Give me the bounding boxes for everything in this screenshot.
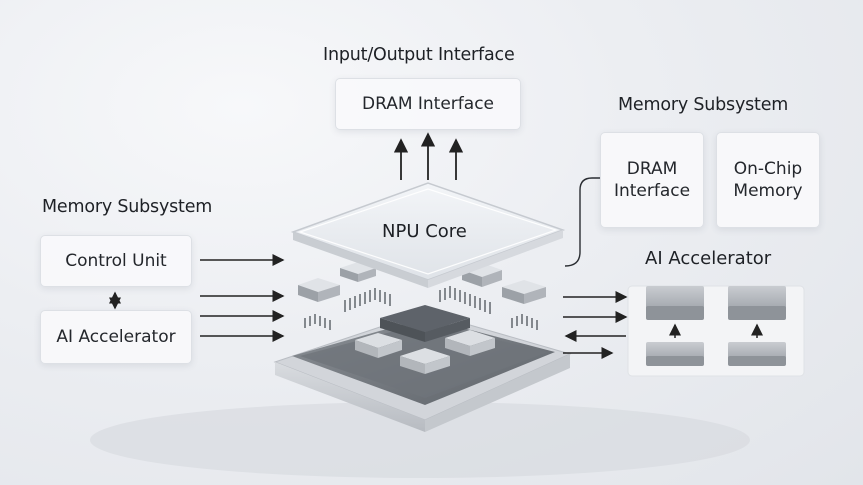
ai-accelerator-tray	[627, 285, 805, 377]
top-dram-interface-box: DRAM Interface	[335, 78, 521, 130]
memory-connector-line	[564, 177, 600, 267]
io-interface-heading: Input/Output Interface	[323, 45, 515, 65]
accelerator-module	[728, 286, 786, 320]
accelerator-module	[646, 286, 704, 320]
right-dram-interface-box: DRAM Interface	[600, 132, 704, 228]
control-unit-label: Control Unit	[65, 251, 167, 271]
control-unit-box: Control Unit	[40, 235, 192, 287]
left-memory-subsystem-heading: Memory Subsystem	[42, 197, 213, 217]
accelerator-module	[646, 342, 704, 366]
right-ai-accelerator-title: AI Accelerator	[645, 248, 772, 269]
floor-shadow	[90, 402, 750, 478]
on-chip-memory-box: On-Chip Memory	[716, 132, 820, 228]
right-memory-subsystem-heading: Memory Subsystem	[618, 95, 789, 115]
left-ai-accelerator-box: AI Accelerator	[40, 310, 192, 364]
npu-core-plate	[290, 182, 566, 288]
on-chip-memory-label: On-Chip Memory	[733, 159, 803, 201]
accelerator-module	[728, 342, 786, 366]
left-ai-accelerator-label: AI Accelerator	[56, 327, 176, 347]
top-dram-interface-label: DRAM Interface	[361, 94, 495, 114]
heat-sinks	[304, 286, 538, 330]
right-dram-interface-label: DRAM Interface	[613, 159, 691, 201]
left-arrows	[109, 254, 285, 342]
base-chips	[355, 305, 495, 374]
right-arrows	[563, 291, 628, 359]
io-arrows	[393, 132, 464, 180]
npu-core-label: NPU Core	[382, 221, 467, 242]
